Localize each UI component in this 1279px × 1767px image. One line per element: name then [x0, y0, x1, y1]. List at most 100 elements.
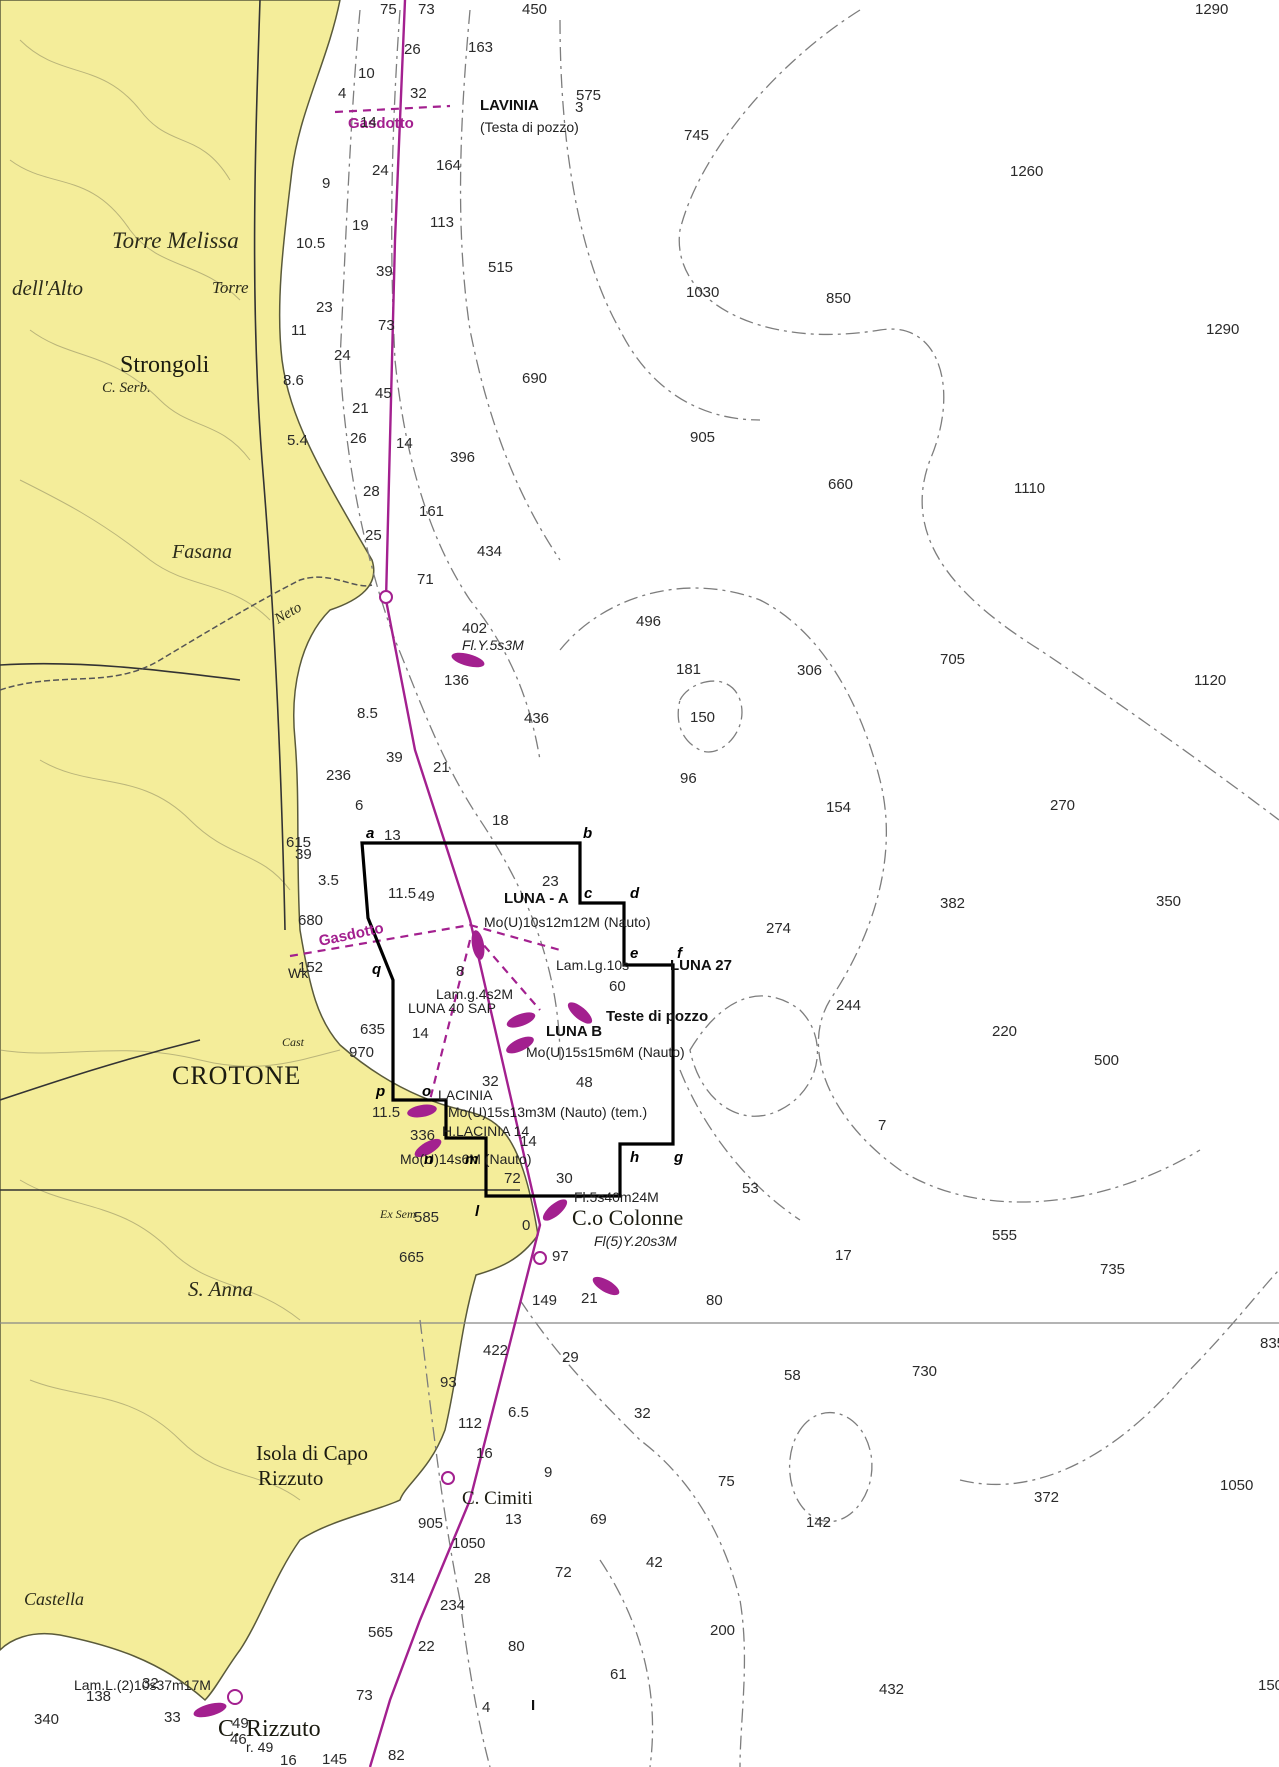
depth-sounding: 1120	[1194, 672, 1226, 689]
roads	[0, 0, 520, 1191]
place-serb: C. Serb.	[102, 380, 151, 396]
depth-sounding: 236	[326, 767, 351, 784]
depth-sounding: 16	[280, 1752, 297, 1767]
depth-sounding: 575	[576, 87, 601, 104]
depth-sounding: 32	[634, 1405, 651, 1422]
depth-sounding: 13	[505, 1511, 522, 1528]
depth-sounding: 0	[522, 1217, 530, 1234]
depth-sounding: 274	[766, 920, 791, 937]
depth-sounding: 24	[372, 162, 389, 179]
depth-sounding: 432	[879, 1681, 904, 1698]
depth-sounding: 11	[291, 322, 307, 339]
depth-sounding: 11.5	[372, 1104, 400, 1121]
depth-sounding: 32	[142, 1675, 159, 1692]
label-lacinia-light: Mo(U)15s13m3M (Nauto) (tem.)	[448, 1104, 647, 1120]
route-line	[368, 0, 542, 1767]
corner-m: m	[465, 1151, 478, 1168]
depth-sounding: 220	[992, 1023, 1017, 1040]
depth-sounding: 396	[450, 449, 475, 466]
depth-sounding: 28	[363, 483, 380, 500]
depth-sounding: 161	[419, 503, 444, 520]
depth-sounding: 17	[835, 1247, 852, 1264]
depth-sounding: 8	[456, 963, 464, 980]
depth-sounding: 24	[334, 347, 351, 364]
depth-sounding: 96	[680, 770, 697, 787]
depth-sounding: 112	[458, 1415, 482, 1432]
depth-sounding: 4	[482, 1699, 490, 1716]
depth-sounding: 314	[390, 1570, 415, 1587]
place-crotone: CROTONE	[172, 1061, 301, 1090]
depth-sounding: 73	[356, 1687, 373, 1704]
depth-sounding: 49	[418, 888, 435, 905]
place-torre-melissa: Torre Melissa	[112, 228, 239, 253]
depth-sounding: 372	[1034, 1489, 1059, 1506]
place-fasana: Fasana	[171, 541, 232, 563]
terrain-hatching	[0, 39, 341, 1501]
depth-sounding: 7	[878, 1117, 886, 1134]
depth-sounding: 234	[440, 1597, 465, 1614]
label-teste-di-pozzo: Teste di pozzo	[606, 1008, 708, 1025]
depth-sounding: 58	[784, 1367, 801, 1384]
depth-sounding: 181	[676, 661, 701, 678]
concession-boundary[interactable]	[360, 841, 675, 1198]
depth-sounding: 340	[34, 1711, 59, 1728]
depth-sounding: 136	[444, 672, 469, 689]
depth-sounding: 905	[690, 429, 715, 446]
route-waypoints	[227, 590, 547, 1705]
depth-sounding: 735	[1100, 1261, 1125, 1278]
depth-sounding: 9	[322, 175, 330, 192]
label-luna-a-light: Mo(U)10s12m12M (Nauto)	[484, 914, 651, 930]
depth-sounding: 152	[298, 959, 323, 976]
depth-sounding: 26	[404, 41, 421, 58]
depth-sounding: 16	[476, 1445, 493, 1462]
depth-sounding: 382	[940, 895, 965, 912]
depth-sounding: 80	[706, 1292, 723, 1309]
depth-sounding: 26	[350, 430, 367, 447]
label-lavinia: LAVINIA	[480, 97, 539, 114]
label-lam-lg: Lam.Lg.10s	[556, 957, 629, 973]
gasdotto-pipelines	[289, 104, 561, 1101]
corner-b: b	[583, 825, 592, 842]
depth-sounding: 23	[542, 873, 559, 890]
depth-sounding: 5.4	[287, 432, 308, 449]
depth-sounding: 1290	[1195, 1, 1228, 18]
depth-sounding: 200	[710, 1622, 735, 1639]
depth-sounding: 18	[492, 812, 509, 829]
corner-d: d	[630, 885, 640, 902]
depth-sounding: 422	[483, 1342, 508, 1359]
label-lam-g: Lam.g.4s2M	[436, 986, 513, 1002]
depth-sounding: 14	[412, 1025, 429, 1042]
place-s-anna: S. Anna	[188, 1277, 253, 1301]
depth-sounding: 745	[684, 127, 709, 144]
depth-sounding: 113	[430, 214, 454, 231]
depth-sounding: 14	[520, 1133, 537, 1150]
depth-sounding: 19	[352, 217, 369, 234]
depth-sounding: 21	[581, 1290, 598, 1307]
depth-sounding: 565	[368, 1624, 393, 1641]
light-flares	[193, 652, 620, 1718]
depth-sounding: 1110	[1014, 480, 1045, 497]
depth-sounding: 705	[940, 651, 965, 668]
label-rizzuto-light: Lam.L.(2)10s37m17M	[74, 1677, 211, 1693]
depth-sounding: 585	[414, 1209, 439, 1226]
depth-sounding: 690	[522, 370, 547, 387]
depth-sounding: 30	[556, 1170, 573, 1187]
depth-sounding: 33	[164, 1709, 181, 1726]
place-torre: Torre	[212, 278, 249, 297]
depth-sounding: 145	[322, 1751, 347, 1767]
depth-sounding: 71	[417, 571, 434, 588]
label-colonne-light2: Fl(5)Y.20s3M	[594, 1233, 677, 1249]
corner-l: l	[475, 1203, 480, 1220]
depth-sounding: 53	[742, 1180, 759, 1197]
corner-g: g	[673, 1149, 683, 1166]
depth-sounding: 402	[462, 620, 487, 637]
place-ex-sem: Ex Sem	[379, 1207, 416, 1221]
depth-sounding: 13	[384, 827, 401, 844]
place-cimiti: C. Cimiti	[462, 1488, 533, 1509]
depth-sounding: 164	[436, 157, 461, 174]
depth-sounding: 80	[508, 1638, 525, 1655]
depth-sounding: 730	[912, 1363, 937, 1380]
depth-sounding: 680	[298, 912, 323, 929]
